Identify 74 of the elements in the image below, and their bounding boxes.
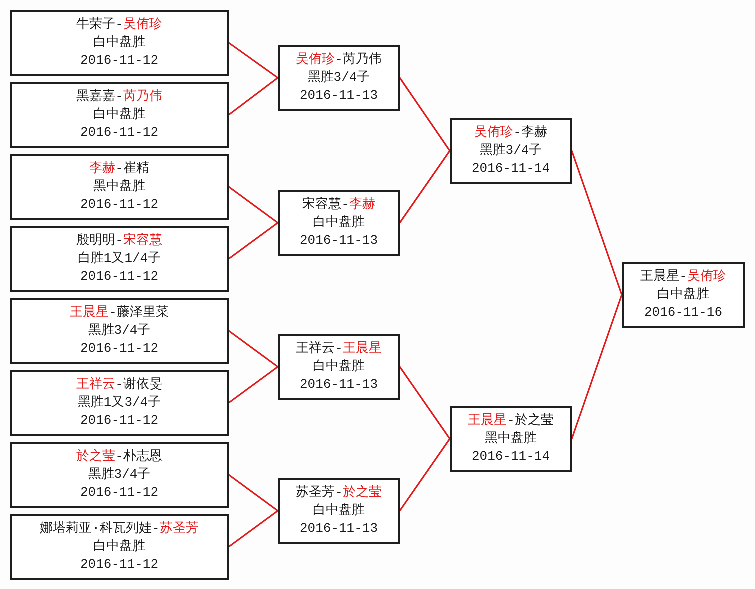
match-box [450, 406, 572, 472]
game-date: 2016-11-12 [80, 268, 158, 286]
player-names: 牛荣子-吴侑珍 [76, 16, 162, 34]
player-names: 王祥云-谢依旻 [76, 376, 162, 394]
player-names: 吴侑珍-芮乃伟 [296, 51, 382, 69]
game-date: 2016-11-13 [300, 87, 378, 105]
player-names: 吴侑珍-李赫 [474, 124, 548, 142]
game-date: 2016-11-16 [644, 304, 722, 322]
player-names: 李赫-崔精 [90, 160, 150, 178]
bracket-line [571, 150, 623, 296]
player-names: 殷明明-宋容慧 [76, 232, 162, 250]
match-box [10, 370, 229, 436]
match-box [10, 442, 229, 508]
game-date: 2016-11-13 [300, 520, 378, 538]
game-date: 2016-11-12 [80, 196, 158, 214]
game-date: 2016-11-12 [80, 484, 158, 502]
bracket-line [228, 330, 278, 368]
player-names: 於之莹-朴志恩 [76, 448, 162, 466]
game-date: 2016-11-14 [472, 448, 550, 466]
player-names: 苏圣芳-於之莹 [296, 484, 382, 502]
match-box [10, 298, 229, 364]
game-date: 2016-11-12 [80, 340, 158, 358]
game-date: 2016-11-12 [80, 124, 158, 142]
bracket-line [399, 78, 451, 152]
player-names: 宋容慧-李赫 [302, 196, 376, 214]
match-box [10, 514, 229, 580]
bracket-line [228, 366, 278, 404]
bracket-line [399, 150, 451, 224]
bracket-line [228, 222, 278, 260]
game-result: 白中盘胜 [94, 106, 146, 124]
player-names: 黑嘉嘉-芮乃伟 [76, 88, 162, 106]
game-result: 白中盘胜 [94, 34, 146, 52]
game-result: 黑胜1又3/4子 [78, 394, 162, 412]
game-result: 黑胜3/4子 [308, 69, 370, 87]
game-result: 白中盘胜 [313, 502, 365, 520]
game-date: 2016-11-13 [300, 232, 378, 250]
game-date: 2016-11-14 [472, 160, 550, 178]
bracket-line [399, 438, 451, 512]
game-result: 白中盘胜 [658, 286, 710, 304]
match-box [10, 10, 229, 76]
game-result: 白中盘胜 [94, 538, 146, 556]
game-result: 白胜1又1/4子 [78, 250, 162, 268]
game-result: 黑胜3/4子 [88, 466, 151, 484]
game-date: 2016-11-12 [80, 412, 158, 430]
game-result: 白中盘胜 [313, 214, 365, 232]
game-result: 黑胜3/4子 [480, 142, 542, 160]
match-box [278, 334, 400, 400]
bracket-line [228, 186, 278, 224]
game-result: 黑中盘胜 [94, 178, 146, 196]
bracket-line [399, 366, 451, 440]
match-box [450, 118, 572, 184]
match-box [278, 45, 400, 111]
match-box [10, 154, 229, 220]
game-date: 2016-11-12 [80, 52, 158, 70]
player-names: 王祥云-王晨星 [296, 340, 382, 358]
game-result: 黑中盘胜 [485, 430, 537, 448]
match-box [10, 226, 229, 292]
match-box [278, 190, 400, 256]
match-box [622, 262, 745, 328]
player-names: 王晨星-吴侑珍 [640, 268, 726, 286]
bracket-line [228, 510, 278, 548]
game-result: 黑胜3/4子 [88, 322, 151, 340]
bracket-line [228, 77, 278, 116]
bracket-line [228, 42, 278, 79]
game-date: 2016-11-13 [300, 376, 378, 394]
player-names: 王晨星-藤泽里菜 [70, 304, 169, 322]
game-result: 白中盘胜 [313, 358, 365, 376]
bracket-line [571, 294, 623, 440]
bracket-line [228, 474, 278, 512]
match-box [10, 82, 229, 148]
match-box [278, 478, 400, 544]
player-names: 娜塔莉亚·科瓦列娃-苏圣芳 [40, 520, 199, 538]
player-names: 王晨星-於之莹 [468, 412, 554, 430]
game-date: 2016-11-12 [80, 556, 158, 574]
